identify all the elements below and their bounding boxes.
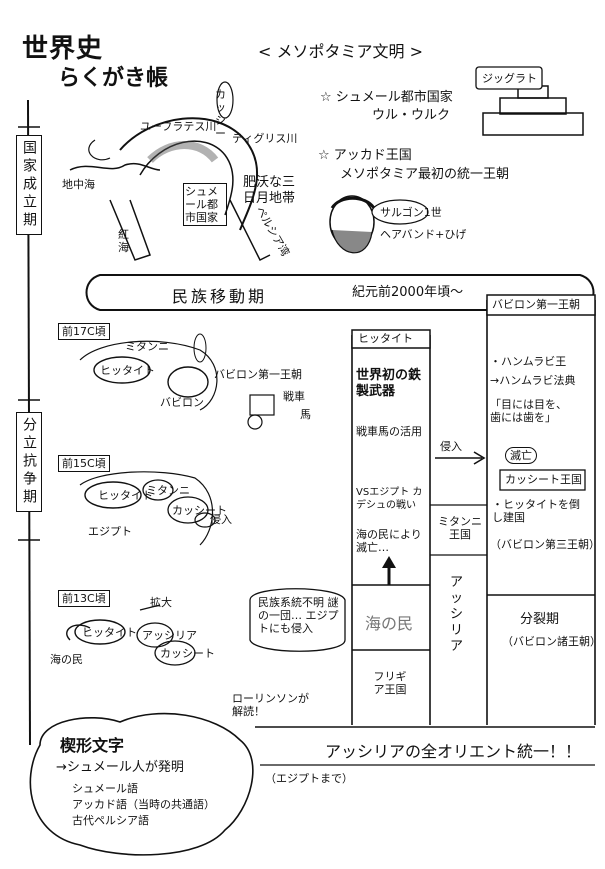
era15-kassite: カッシート (172, 504, 227, 517)
page-subtitle: らくがき帳 (58, 66, 169, 91)
hittite-iron: 世界初の鉄製武器 (356, 368, 422, 399)
rawlinson-note: ローリンソンが解読！ (232, 692, 309, 718)
kassite-column-head: カッシート王国 (505, 473, 582, 486)
cuneiform-line2: シュメール語 (72, 782, 138, 795)
note-sumer-cities: ウル・ウルク (372, 108, 451, 123)
migration-banner-text: 民族移動期 (172, 287, 268, 306)
map-label-mediterranean: 地中海 (62, 178, 95, 191)
hittite-chariot: 戦車馬の活用 (356, 425, 422, 438)
sargon-hair-label: ヘアバンド+ひげ (380, 228, 467, 241)
period-formation-label: 国家成立期 (16, 135, 42, 235)
note-akkad-text: アッカド王国 (333, 148, 412, 163)
cuneiform-line1: →シュメール人が発明 (56, 760, 184, 775)
hammurabi: ・ハンムラビ王 (490, 355, 567, 368)
sea-peoples-note: 民族系統不明 謎の一団… エジプトにも侵入 (258, 596, 339, 635)
period-conflict-label: 分立抗争期 (16, 412, 42, 512)
era17-war: 戦車 (283, 390, 305, 403)
ziggurat-label: ジッグラト (482, 72, 537, 85)
hittite-vs-egypt: VSエジプト カデシュの戦い (356, 487, 423, 511)
babylon-column-head: バビロン第一王朝 (492, 298, 580, 311)
babylon3: （バビロン第三王朝） (490, 538, 600, 551)
division-cell: 分裂期 (520, 612, 560, 627)
cuneiform-line3: アッカド語（当時の共通語） (72, 798, 215, 811)
era15-hittite: ヒッタイト (98, 489, 153, 502)
note-sumer-text: シュメール都市国家 (335, 90, 453, 105)
migration-banner-date: 紀元前2000年頃〜 (352, 285, 464, 300)
era17-babylon: バビロン (160, 396, 204, 409)
assyria-unify-sub: （エジプトまで） (265, 772, 353, 785)
assyria-unify: アッシリアの全オリエント統一！！ (325, 742, 582, 761)
assyria-cell: アッシリア (450, 575, 464, 654)
era13-label: 前13C頃 (58, 590, 110, 607)
era13-expand: 拡大 (150, 596, 172, 609)
era13-kassite: カッシート (160, 647, 215, 660)
era15-invade: 侵入 (210, 513, 232, 526)
babylon-destroyed: 滅亡 (505, 447, 537, 464)
invade-arrow-label: 侵入 (440, 440, 462, 453)
hittite-column-head: ヒッタイト (358, 332, 413, 345)
mitanni-cell: ミタンニ王国 (438, 515, 482, 541)
era15-label: 前15C頃 (58, 455, 110, 472)
phrygia-cell: フリギア王国 (373, 670, 407, 696)
map-label-north: カッシー (215, 88, 226, 140)
sargon-label: サルゴン1世 (380, 206, 442, 219)
era13-hittite: ヒッタイト (82, 626, 137, 639)
era15-egypt: エジプト (88, 525, 132, 538)
note-akkad-desc: メソポタミア最初の統一王朝 (340, 167, 510, 182)
kassite-desc: ・ヒッタイトを倒し建国 (492, 498, 580, 524)
era13-assyria: アッシリア (142, 629, 197, 642)
hittite-fall: 海の民により滅亡… (356, 528, 422, 554)
map-label-euphrates: ユーフラテス川 (140, 120, 217, 133)
era15-mitanni: ミタンニ (146, 484, 190, 497)
era17-mitanni: ミタンニ (125, 340, 169, 353)
note-akkad: ☆ アッカド王国 (318, 148, 412, 163)
era17-babylon1: バビロン第一王朝 (214, 368, 302, 381)
note-sumer: ☆ シュメール都市国家 (320, 90, 453, 105)
map-label-tigris: ティグリス川 (232, 132, 298, 145)
map-label-red-sea: 紅海 (118, 228, 129, 254)
sea-peoples-cell: 海の民 (365, 614, 414, 633)
era17-horse: 馬 (300, 408, 311, 421)
cuneiform-line4: 古代ペルシア語 (72, 814, 149, 827)
map-label-crescent: 肥沃な三日月地帯 (243, 175, 296, 206)
era13-sea-peoples: 海の民 (50, 653, 83, 666)
division-sub: （バビロン諸王朝） (502, 635, 601, 648)
page-title: 世界史 (22, 34, 104, 64)
section-title: < メソポタミア文明 > (258, 42, 423, 61)
map-label-sumerian-city: シュメール都市国家 (183, 183, 227, 226)
cuneiform-title: 楔形文字 (60, 736, 125, 755)
hammurabi-law: →ハンムラビ法典 (490, 374, 576, 387)
eye-for-eye: 「目には目を、歯には歯を」 (490, 398, 567, 424)
era17-hittite: ヒッタイト (100, 364, 155, 377)
era17-label: 前17C頃 (58, 323, 110, 340)
